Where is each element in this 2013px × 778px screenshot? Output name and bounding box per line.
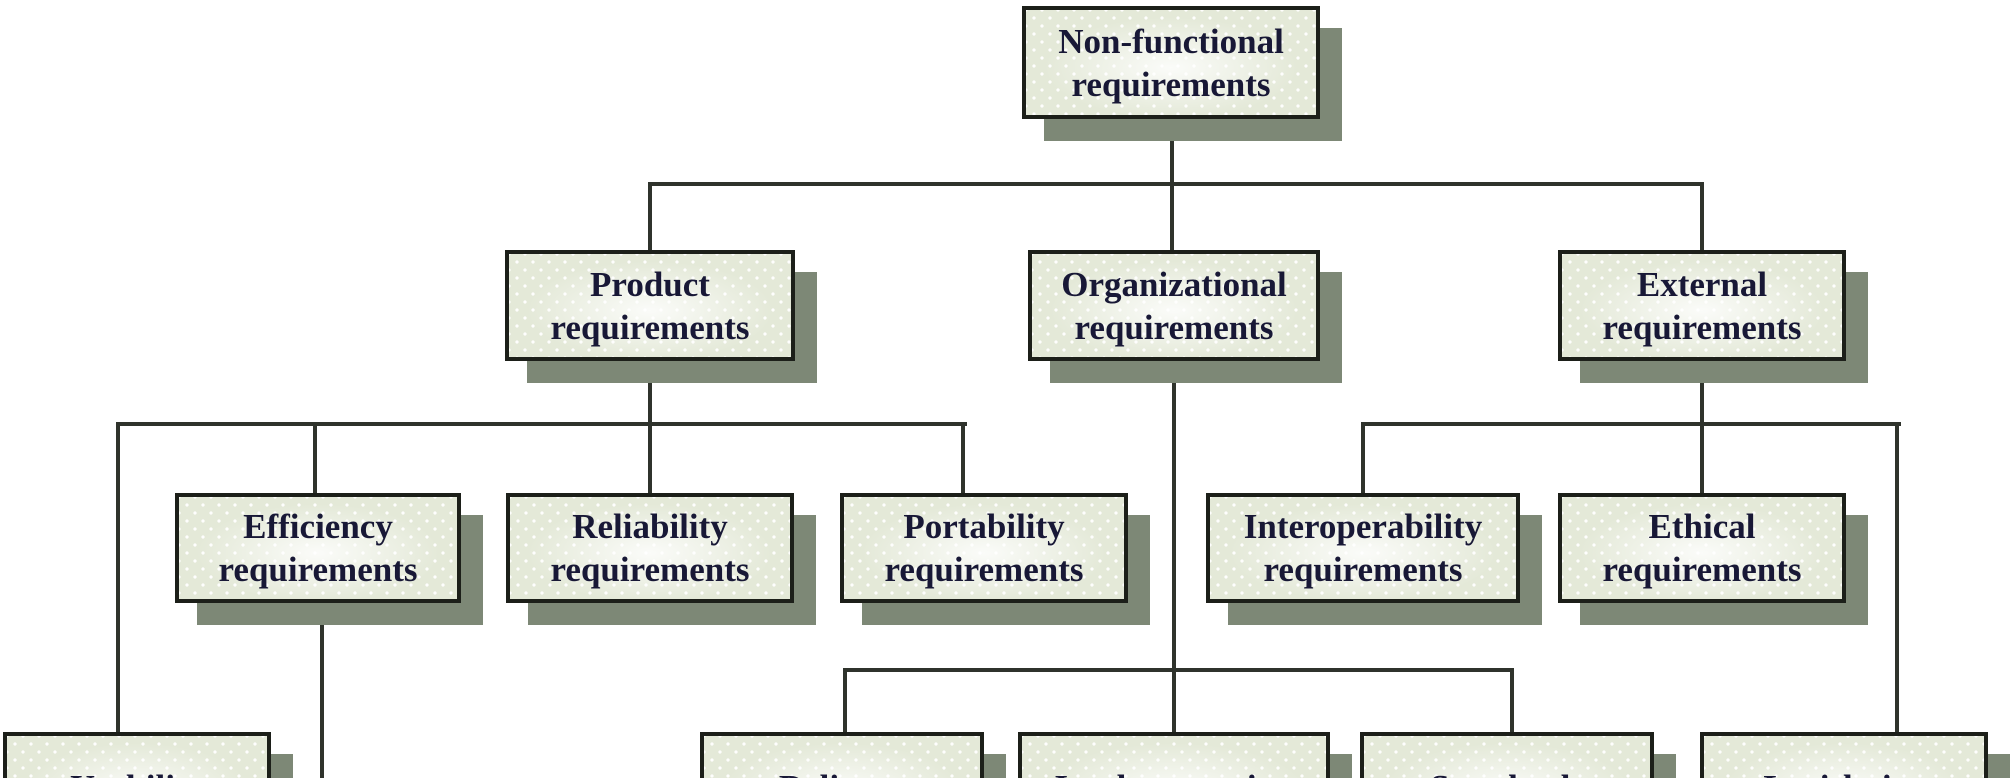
node-label-line2: requirements	[1602, 307, 1802, 347]
node-label-line1: Non-functional	[1058, 21, 1284, 61]
connector-line	[1700, 184, 1704, 252]
connector-line	[1361, 422, 1365, 495]
node-label-line1: Organizational	[1061, 264, 1287, 304]
connector-line	[648, 184, 652, 252]
connector-line	[1700, 359, 1704, 495]
connector-line	[961, 422, 965, 495]
connector-line	[648, 182, 1704, 186]
node-reliability-requirements: Reliability requirements	[506, 493, 794, 603]
node-ethical-requirements: Ethical requirements	[1558, 493, 1846, 603]
connector-line	[648, 359, 652, 495]
connector-line	[1895, 422, 1899, 736]
node-label-line1: Usability	[70, 766, 204, 778]
node-label-line1: Delivery	[779, 766, 905, 778]
node-legislative-requirements: Legislative	[1700, 732, 1988, 778]
node-label-line1: Interoperability	[1243, 507, 1483, 546]
node-label-line2: requirements	[218, 550, 418, 589]
node-implementation-requirements: Implementation	[1018, 732, 1330, 778]
node-label-line1: Ethical	[1648, 507, 1756, 546]
node-interoperability-requirements: Interoperability requirements	[1206, 493, 1520, 603]
node-label-line2: requirements	[884, 550, 1084, 589]
connector-line	[320, 600, 324, 778]
node-delivery-requirements: Delivery	[700, 732, 984, 778]
node-label-line2: requirements	[1263, 550, 1463, 589]
node-label-line1: Efficiency	[243, 507, 393, 546]
node-label-line1: Portability	[903, 507, 1065, 546]
node-label-line2: requirements	[1071, 64, 1271, 104]
node-label-line1: Legislative	[1763, 766, 1924, 778]
connector-line	[116, 422, 120, 736]
connector-line	[1361, 422, 1901, 426]
node-label-line2: requirements	[550, 550, 750, 589]
node-external-requirements: External requirements	[1558, 250, 1846, 361]
node-organizational-requirements: Organizational requirements	[1028, 250, 1320, 361]
connector-line	[843, 668, 847, 736]
node-label-line1: Implementation	[1054, 766, 1293, 778]
node-label-line2: requirements	[1074, 307, 1274, 347]
connector-line	[116, 422, 967, 426]
connector-line	[1170, 118, 1174, 254]
node-label-line1: Product	[590, 264, 710, 304]
connector-line	[1172, 359, 1176, 736]
node-label-line1: Standards	[1430, 766, 1584, 778]
connector-line	[1510, 668, 1514, 736]
node-non-functional-requirements: Non-functional requirements	[1022, 6, 1320, 119]
connector-line	[843, 668, 1514, 672]
node-usability-requirements: Usability	[3, 732, 271, 778]
node-label-line1: Reliability	[572, 507, 728, 546]
node-label-line1: External	[1636, 264, 1768, 304]
connector-line	[313, 422, 317, 495]
node-label-line2: requirements	[1602, 550, 1802, 589]
node-standards-requirements: Standards	[1360, 732, 1654, 778]
node-product-requirements: Product requirements	[505, 250, 795, 361]
node-efficiency-requirements: Efficiency requirements	[175, 493, 461, 603]
node-portability-requirements: Portability requirements	[840, 493, 1128, 603]
node-label-line2: requirements	[550, 307, 750, 347]
